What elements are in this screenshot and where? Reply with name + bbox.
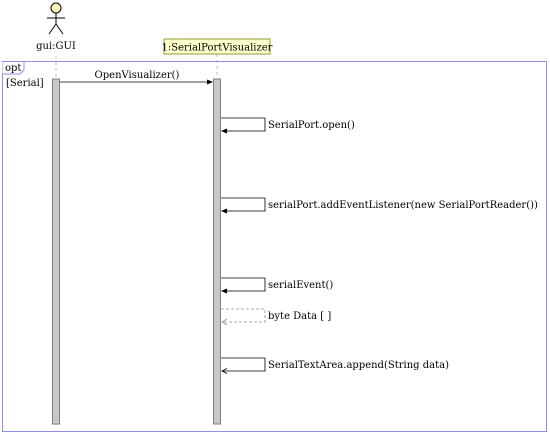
message-label: SerialPort.open() — [268, 120, 355, 131]
self-message-add-event-listener — [221, 197, 266, 214]
visualizer-activation-bar — [213, 78, 221, 425]
message-label: OpenVisualizer() — [95, 70, 180, 81]
gui-participant-label: gui:GUI — [36, 41, 76, 52]
gui-actor-icon — [47, 2, 65, 35]
visualizer-object-box — [163, 38, 271, 55]
message-label: SerialTextArea.append(String data) — [268, 360, 449, 371]
message-label: serialPort.addEventListener(new SerialPo… — [268, 200, 538, 211]
opt-operator-tab — [2, 61, 25, 75]
message-label: serialEvent() — [268, 280, 333, 291]
self-message-serialport-open — [221, 117, 266, 134]
self-return-byte-data — [221, 308, 266, 326]
message-open-visualizer — [60, 79, 213, 85]
self-message-serial-text-area-append — [221, 357, 266, 374]
message-label: byte Data [ ] — [268, 311, 331, 322]
gui-activation-bar — [52, 78, 60, 425]
opt-guard-label: [Serial] — [6, 78, 44, 89]
self-message-serial-event — [221, 277, 266, 294]
visualizer-participant-label: 1:SerialPortVisualizer — [162, 43, 273, 54]
opt-fragment-frame — [2, 61, 547, 432]
opt-operator-label: opt — [5, 63, 21, 74]
